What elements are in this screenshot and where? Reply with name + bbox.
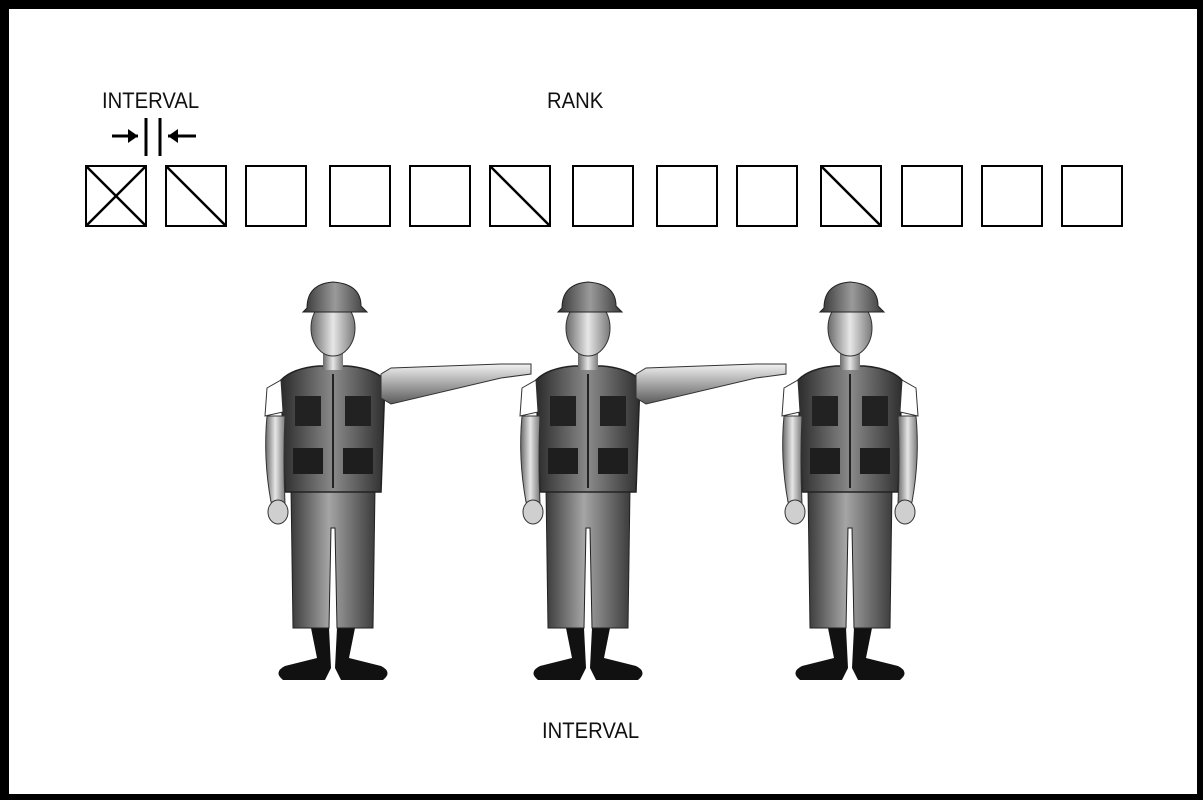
rank-box [737, 166, 797, 226]
rank-box [490, 166, 550, 226]
rank-box [86, 166, 146, 226]
soldier-right [782, 282, 918, 680]
rank-box [1062, 166, 1122, 226]
rank-row [86, 166, 1122, 226]
rank-box [410, 166, 470, 226]
soldier-middle [520, 282, 786, 680]
rank-box [330, 166, 390, 226]
rank-box [573, 166, 633, 226]
soldier-left [265, 282, 531, 680]
interval-indicator [112, 118, 196, 156]
rank-box [246, 166, 306, 226]
rank-box [902, 166, 962, 226]
rank-box [821, 166, 881, 226]
rank-box [982, 166, 1042, 226]
rank-box [657, 166, 717, 226]
rank-box [166, 166, 226, 226]
